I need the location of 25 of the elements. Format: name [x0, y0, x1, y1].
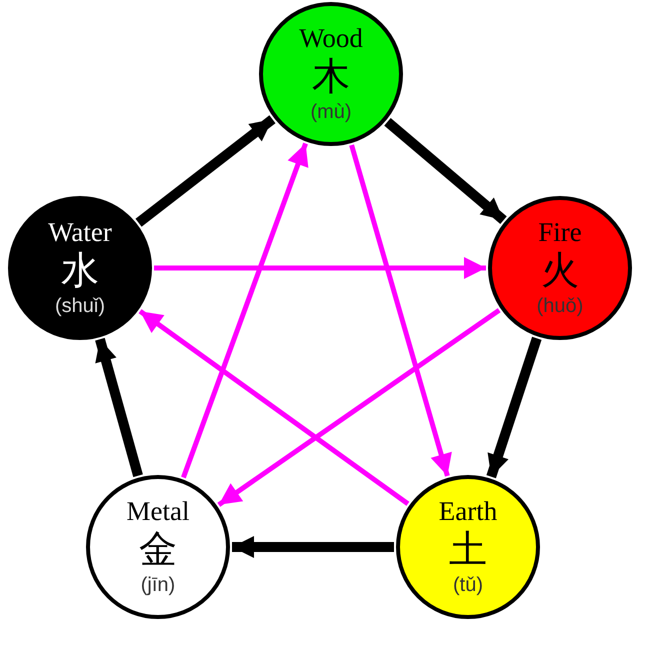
element-name: Fire	[538, 217, 582, 247]
arrow	[349, 144, 452, 477]
arrow	[154, 257, 486, 279]
arrow	[95, 338, 143, 478]
arrow	[217, 308, 501, 507]
chinese-character: 火	[541, 247, 579, 293]
element-name: Water	[48, 217, 112, 247]
pinyin: (mù)	[310, 100, 352, 125]
arrow	[486, 336, 542, 478]
pinyin: (shuǐ)	[54, 294, 105, 319]
arrow	[232, 536, 394, 558]
chinese-character: 木	[312, 53, 350, 99]
pinyin: (jīn)	[140, 573, 176, 598]
pinyin: (huǒ)	[536, 294, 584, 319]
pinyin: (tǔ)	[453, 573, 483, 598]
chinese-character: 水	[61, 247, 99, 293]
arrow	[136, 115, 276, 227]
chinese-character: 土	[449, 526, 487, 572]
arrow	[138, 309, 410, 506]
arrow	[181, 142, 308, 478]
element-name: Metal	[126, 496, 190, 526]
arrow	[384, 118, 507, 224]
element-name: Wood	[299, 23, 363, 53]
chinese-character: 金	[139, 526, 177, 572]
element-name: Earth	[438, 496, 498, 526]
